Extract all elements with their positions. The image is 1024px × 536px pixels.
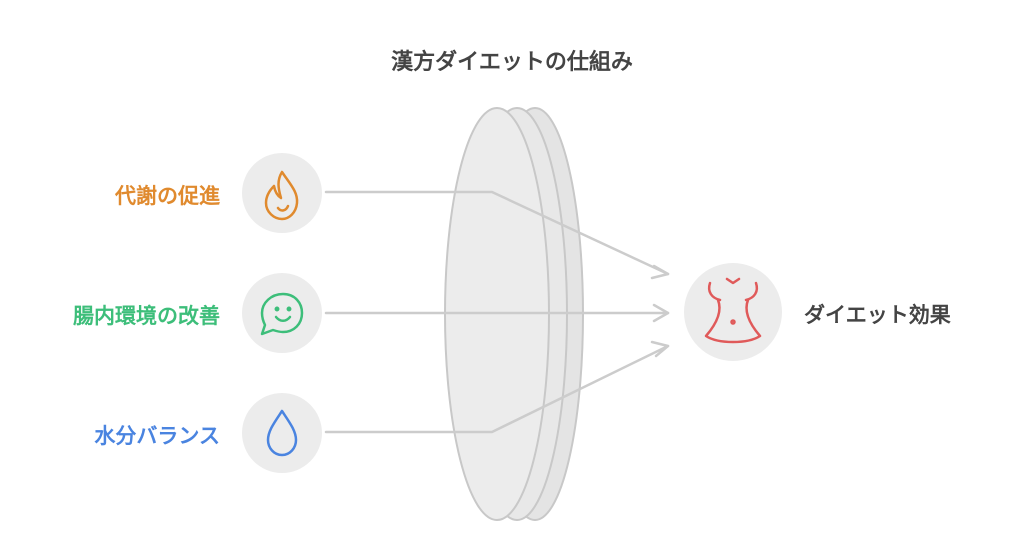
arrowhead-gut — [652, 303, 670, 323]
water-drop-icon — [266, 409, 298, 457]
smile-chat-icon — [260, 292, 304, 336]
output-label: ダイエット効果 — [804, 303, 951, 327]
input-label-metabolism: 代謝の促進 — [115, 184, 220, 208]
input-label-water: 水分バランス — [94, 424, 220, 448]
input-label-gut: 腸内環境の改善 — [73, 304, 220, 328]
input-node-metabolism — [242, 153, 322, 233]
arrowhead-metabolism — [650, 264, 670, 280]
waist-body-icon — [704, 277, 762, 344]
flame-icon — [264, 170, 299, 221]
arrowhead-water — [650, 340, 670, 358]
connector-water — [324, 344, 670, 434]
connector-metabolism — [324, 190, 670, 276]
input-node-gut — [242, 273, 322, 353]
diagram-title: 漢方ダイエットの仕組み — [391, 50, 633, 75]
input-node-water — [242, 393, 322, 473]
output-node — [684, 263, 782, 361]
